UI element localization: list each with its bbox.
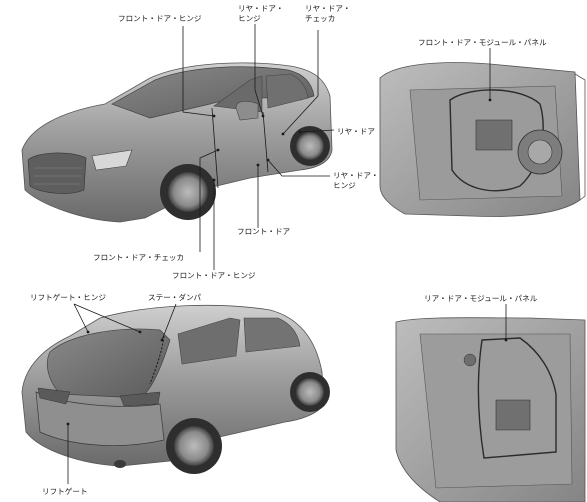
label-liftgate: リフトゲート xyxy=(42,487,88,496)
label-front-door-checker: フロント・ドア・チェッカ xyxy=(93,253,184,262)
label-rear-door-hinge-top-line1: リヤ・ドア・ xyxy=(238,4,284,13)
label-front-door-hinge-bottom: フロント・ドア・ヒンジ xyxy=(172,271,256,280)
label-stay-damper: ステー・ダンパ xyxy=(148,292,202,302)
front-door-module-panel-illustration xyxy=(379,62,586,217)
label-rear-door: リヤ・ドア xyxy=(337,127,375,136)
label-liftgate-hinge: リフトゲート・ヒンジ xyxy=(30,293,106,302)
label-rear-door-hinge-bottom-line1: リヤ・ドア・ xyxy=(333,171,379,180)
label-rear-door-hinge-top-line2: ヒンジ xyxy=(238,14,261,23)
label-front-door-module-panel: フロント・ドア・モジュール・パネル xyxy=(418,38,547,47)
label-rear-door-hinge-bottom-line2: ヒンジ xyxy=(333,181,356,190)
label-rear-door-checker-line1: リヤ・ドア・ xyxy=(305,4,351,13)
rear-hatchback-illustration xyxy=(21,304,330,474)
label-front-door: フロント・ドア xyxy=(237,227,291,236)
label-front-door-hinge-top: フロント・ドア・ヒンジ xyxy=(118,14,202,23)
rear-door-module-panel-illustration xyxy=(395,317,586,502)
front-sedan-illustration xyxy=(21,62,333,223)
label-rear-door-module-panel: リア・ドア・モジュール・パネル xyxy=(424,294,538,303)
leader-lines xyxy=(66,24,508,484)
label-rear-door-checker-line2: チェッカ xyxy=(305,14,335,23)
